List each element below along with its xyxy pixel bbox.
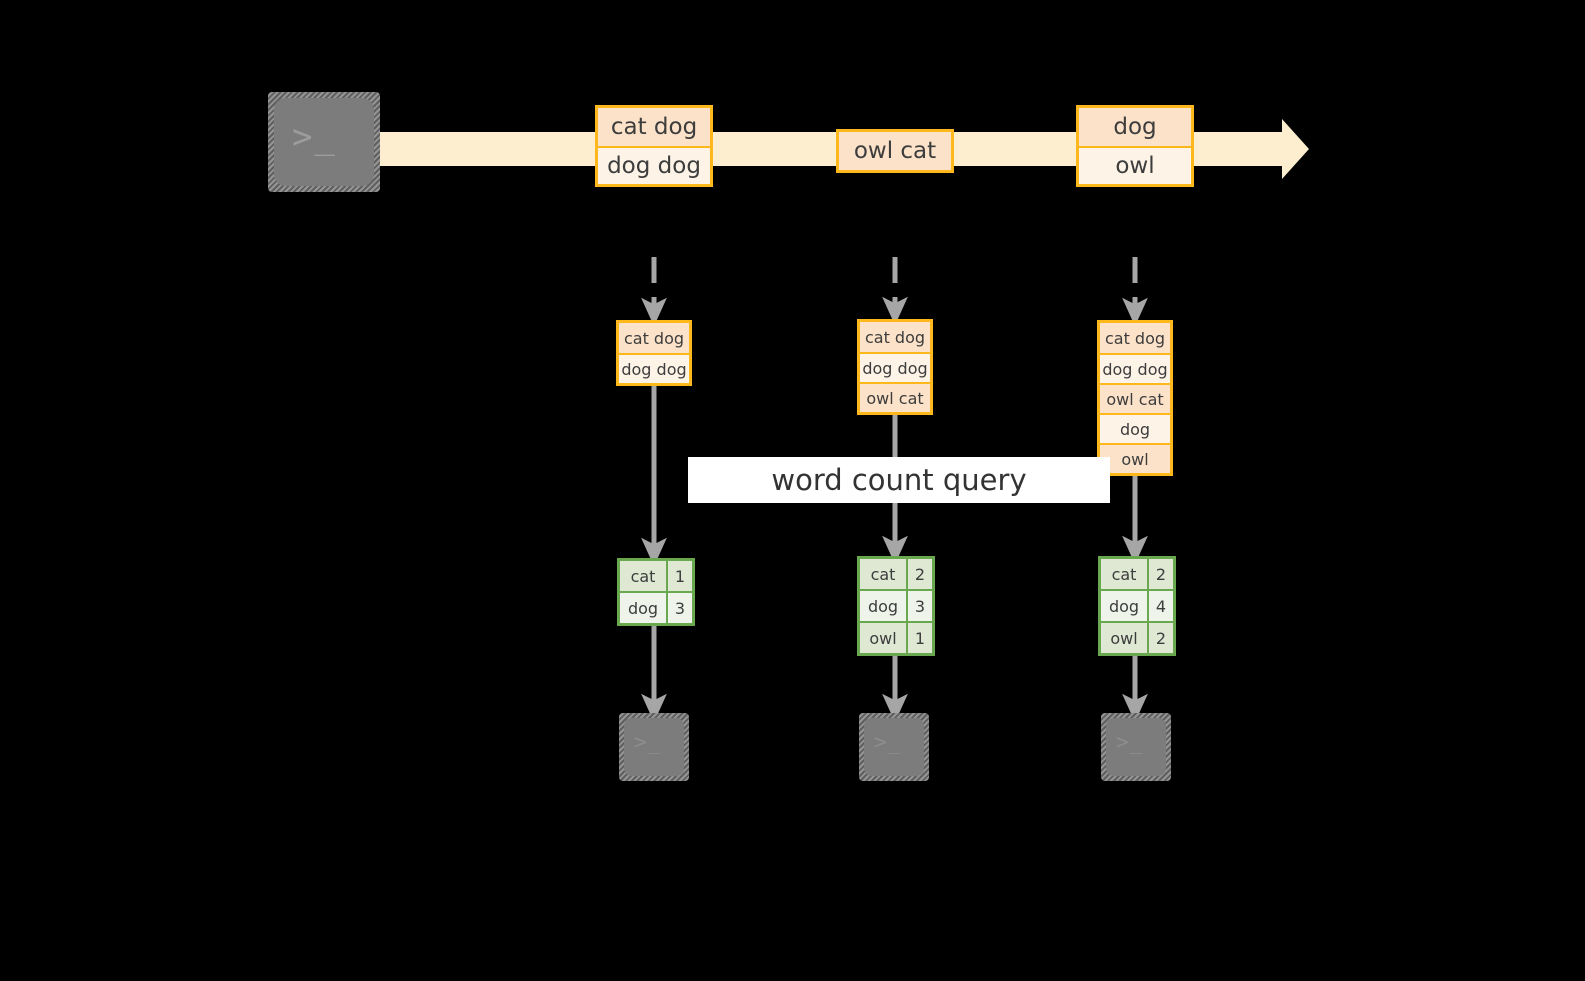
result-word: owl <box>860 623 906 653</box>
sink-terminal-icon[interactable]: >_ <box>859 713 929 781</box>
snapshot-line: owl <box>1100 443 1170 473</box>
terminal-body: >_ <box>1106 718 1166 776</box>
result-count: 2 <box>1147 623 1173 653</box>
snapshot-line: cat dog <box>1100 323 1170 353</box>
sink-terminal-icon[interactable]: >_ <box>619 713 689 781</box>
result-word: dog <box>860 591 906 621</box>
snapshot-line: owl cat <box>1100 383 1170 413</box>
table-row: dog 3 <box>860 589 932 621</box>
stream-event-line: dog dog <box>598 146 710 184</box>
result-count: 3 <box>666 593 692 623</box>
stream-event-line: cat dog <box>598 108 710 146</box>
table-row: owl 1 <box>860 621 932 653</box>
result-count: 1 <box>906 623 932 653</box>
stream-arrowhead-icon <box>1282 119 1309 179</box>
terminal-prompt-glyph: >_ <box>874 730 902 754</box>
snapshot-line: dog <box>1100 413 1170 443</box>
result-table[interactable]: cat 2 dog 4 owl 2 <box>1098 556 1176 656</box>
stream-event-box[interactable]: cat dog dog dog <box>595 105 713 187</box>
result-word: dog <box>620 593 666 623</box>
table-row: cat 2 <box>860 559 932 589</box>
result-count: 4 <box>1147 591 1173 621</box>
result-table[interactable]: cat 1 dog 3 <box>617 558 695 626</box>
table-row: cat 1 <box>620 561 692 591</box>
stream-event-box[interactable]: dog owl <box>1076 105 1194 187</box>
table-row: owl 2 <box>1101 621 1173 653</box>
result-word: cat <box>860 559 906 589</box>
result-count: 2 <box>906 559 932 589</box>
snapshot-line: cat dog <box>860 322 930 352</box>
stream-to-snapshot-arrows <box>641 257 1148 327</box>
result-count: 2 <box>1147 559 1173 589</box>
terminal-body: >_ <box>274 98 374 186</box>
stream-event-line: owl cat <box>839 132 951 170</box>
result-word: cat <box>1101 559 1147 589</box>
terminal-prompt-glyph: >_ <box>1116 730 1144 754</box>
snapshot-line: dog dog <box>619 353 689 383</box>
stream-event-line: owl <box>1079 146 1191 184</box>
snapshot-box[interactable]: cat dog dog dog owl cat dog owl <box>1097 320 1173 476</box>
stream-event-box[interactable]: owl cat <box>836 129 954 173</box>
query-label: word count query <box>688 457 1110 503</box>
result-count: 1 <box>666 561 692 591</box>
result-word: cat <box>620 561 666 591</box>
snapshot-line: dog dog <box>1100 353 1170 383</box>
snapshot-line: cat dog <box>619 323 689 353</box>
table-row: cat 2 <box>1101 559 1173 589</box>
terminal-prompt-glyph: >_ <box>292 117 337 157</box>
result-to-sink-arrows <box>641 622 1148 723</box>
terminal-body: >_ <box>624 718 684 776</box>
snapshot-box[interactable]: cat dog dog dog owl cat <box>857 319 933 415</box>
result-table[interactable]: cat 2 dog 3 owl 1 <box>857 556 935 656</box>
snapshot-box[interactable]: cat dog dog dog <box>616 320 692 386</box>
table-row: dog 4 <box>1101 589 1173 621</box>
terminal-prompt-glyph: >_ <box>634 730 662 754</box>
table-row: dog 3 <box>620 591 692 623</box>
source-terminal-icon[interactable]: >_ <box>268 92 380 192</box>
result-count: 3 <box>906 591 932 621</box>
result-word: owl <box>1101 623 1147 653</box>
terminal-body: >_ <box>864 718 924 776</box>
stream-event-line: dog <box>1079 108 1191 146</box>
result-word: dog <box>1101 591 1147 621</box>
sink-terminal-icon[interactable]: >_ <box>1101 713 1171 781</box>
snapshot-line: owl cat <box>860 382 930 412</box>
snapshot-line: dog dog <box>860 352 930 382</box>
